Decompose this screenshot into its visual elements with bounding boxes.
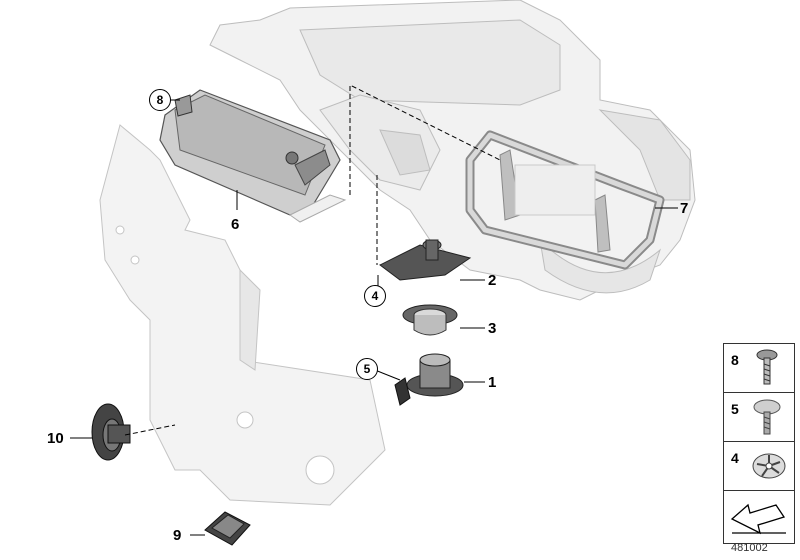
legend-row-clip: 4 xyxy=(724,442,794,491)
screw-icon xyxy=(756,349,778,385)
legend-row-screw: 8 xyxy=(724,344,794,393)
speed-clip-icon xyxy=(752,453,786,479)
plastic-rivet-icon xyxy=(753,399,781,435)
actuator-bracket xyxy=(379,239,472,281)
grommet xyxy=(91,403,131,461)
hardware-legend: 8 5 4 xyxy=(723,343,795,544)
legend-label-rivet: 5 xyxy=(731,401,739,417)
callout-6: 6 xyxy=(231,216,240,233)
filter-housing xyxy=(159,89,347,223)
callout-10: 10 xyxy=(47,430,64,447)
actuator-motor xyxy=(394,353,464,406)
legend-row-arrow xyxy=(724,491,794,543)
legend-row-rivet: 5 xyxy=(724,393,794,442)
gasket-frame xyxy=(465,130,665,270)
callout-3: 3 xyxy=(488,320,497,337)
legend-label-screw: 8 xyxy=(731,352,739,368)
callout-9: 9 xyxy=(173,527,182,544)
direction-arrow-icon xyxy=(730,503,786,535)
callout-7: 7 xyxy=(680,200,689,217)
mounting-bracket xyxy=(99,124,386,506)
callout-1: 1 xyxy=(488,374,497,391)
callout-8-circle: 8 xyxy=(149,89,171,111)
legend-label-clip: 4 xyxy=(731,450,739,466)
ring-seal xyxy=(402,304,458,336)
callout-4-circle: 4 xyxy=(364,285,386,307)
connector xyxy=(204,511,251,546)
document-number: 481002 xyxy=(731,542,768,554)
dashed-assembly-lines xyxy=(124,84,501,436)
callout-5-circle: 5 xyxy=(356,358,378,380)
callout-2: 2 xyxy=(488,272,497,289)
